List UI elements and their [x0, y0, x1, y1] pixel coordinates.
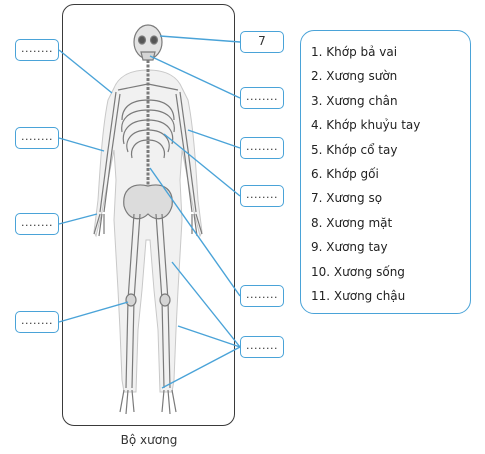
leader-line-arm [187, 129, 241, 149]
legend-item: 2. Xương sườn [311, 69, 398, 84]
legend-item: 11. Xương chậu [311, 288, 406, 303]
leader-line-foot [161, 346, 241, 389]
legend-item: 8. Xương mặt [311, 215, 393, 230]
figure-caption: Bộ xương [120, 433, 178, 447]
label-box-knee[interactable]: ........ [15, 311, 59, 333]
leader-line-elbow [58, 137, 105, 152]
label-box-face[interactable]: ........ [240, 87, 284, 109]
label-box-elbow[interactable]: ........ [15, 127, 59, 149]
legend-item: 6. Khớp gối [311, 166, 379, 181]
legend-item: 9. Xương tay [311, 240, 388, 255]
legend-item: 3. Xương chân [311, 93, 398, 108]
leader-line-face [149, 55, 241, 99]
label-box-leg[interactable]: ........ [240, 336, 284, 358]
legend-item: 5. Khớp cổ tay [311, 142, 398, 157]
leader-line-spine [149, 167, 241, 297]
legend-panel: 1. Khớp bả vai 2. Xương sườn 3. Xương ch… [300, 30, 471, 314]
leader-line-knee [58, 301, 129, 323]
label-box-shoulder[interactable]: ........ [15, 39, 59, 61]
legend-item: 7. Xương sọ [311, 191, 383, 206]
legend-item: 1. Khớp bả vai [311, 45, 398, 59]
leader-line-rib [163, 133, 241, 197]
legend-item: 4. Khớp khuỷu tay [311, 118, 421, 133]
label-box-skull[interactable]: 7 [240, 31, 284, 53]
leader-line-leg-upper [171, 261, 241, 348]
label-box-arm[interactable]: ........ [240, 137, 284, 159]
label-box-wrist[interactable]: ........ [15, 213, 59, 235]
label-box-spine[interactable]: ........ [240, 285, 284, 307]
leader-line-leg-lower [177, 325, 241, 348]
label-box-rib[interactable]: ........ [240, 185, 284, 207]
legend-item: 10. Xương sống [311, 264, 405, 279]
leader-line-wrist [58, 213, 98, 225]
leader-line-skull [159, 35, 241, 43]
leader-line-shoulder [58, 49, 113, 94]
